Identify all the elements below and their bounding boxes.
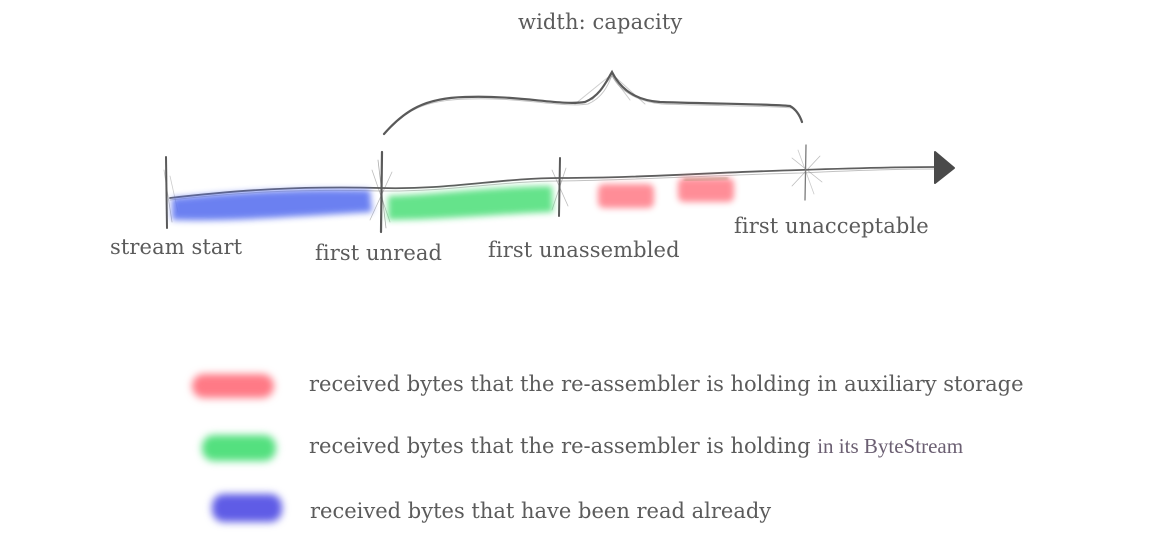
legend-label-read: received bytes that have been read alrea… bbox=[310, 499, 772, 523]
capacity-label: width: capacity bbox=[518, 10, 683, 34]
auxiliary-block-1 bbox=[598, 184, 654, 208]
legend-label-bytestream-suffix: in its ByteStream bbox=[817, 434, 964, 458]
arrow-head-icon bbox=[934, 151, 955, 184]
bytestream-block bbox=[388, 186, 553, 220]
first-unassembled-label: first unassembled bbox=[488, 238, 680, 262]
legend-label-bytestream-prefix: received bytes that the re-assembler is … bbox=[309, 434, 818, 458]
auxiliary-block-2 bbox=[678, 176, 734, 202]
tick-first-unread bbox=[369, 150, 393, 234]
legend-swatch-auxiliary bbox=[192, 374, 274, 398]
legend-label-bytestream: received bytes that the re-assembler is … bbox=[309, 434, 963, 459]
tick-first-unacceptable bbox=[791, 144, 823, 201]
stream-start-label: stream start bbox=[110, 235, 243, 259]
capacity-brace bbox=[382, 69, 804, 136]
read-bytes-block bbox=[172, 189, 372, 221]
legend-swatch-read bbox=[212, 494, 282, 522]
tick-first-unassembled bbox=[551, 157, 569, 217]
legend-swatch-bytestream bbox=[202, 435, 276, 461]
first-unacceptable-label: first unacceptable bbox=[734, 214, 929, 238]
first-unread-label: first unread bbox=[315, 241, 443, 265]
legend-label-auxiliary: received bytes that the re-assembler is … bbox=[309, 372, 1024, 396]
